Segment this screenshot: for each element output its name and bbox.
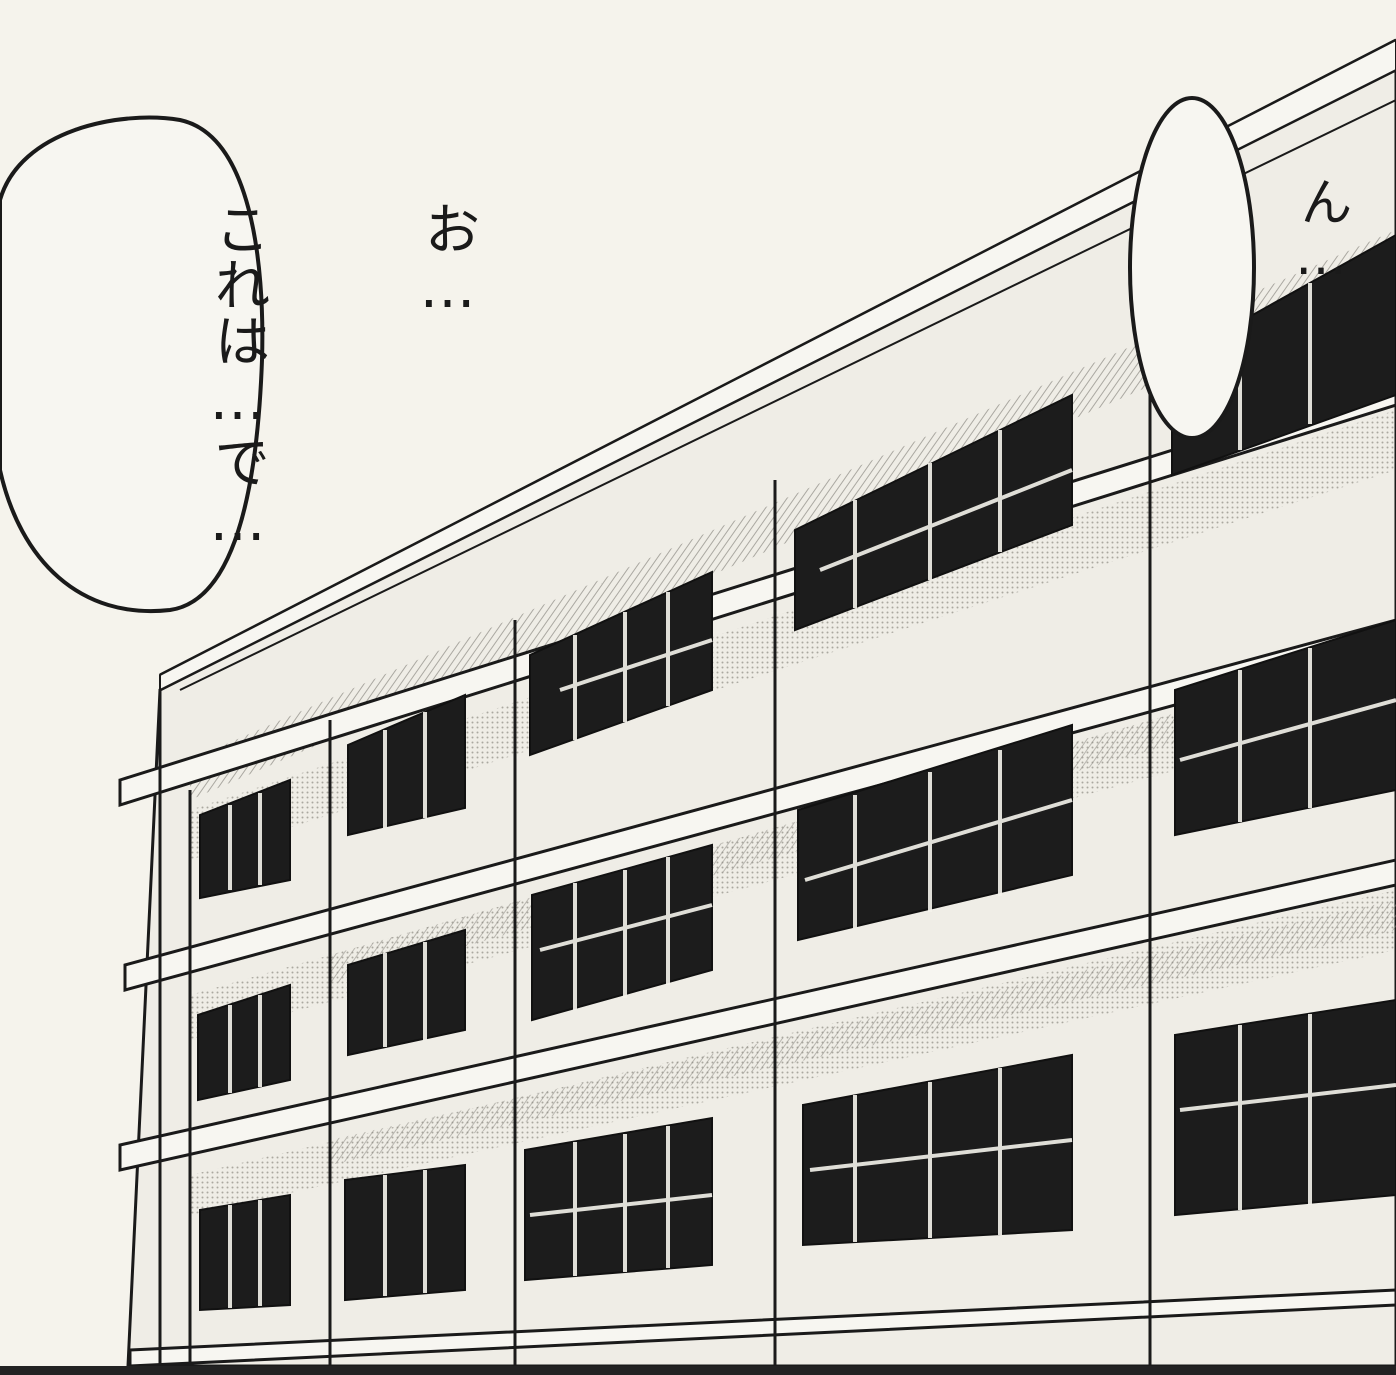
speech-bubble-left [0, 115, 265, 614]
bubble-line: ん… [1291, 175, 1351, 287]
floor-ledges [118, 378, 1396, 1368]
speech-bubble-right-text: ん… [1158, 175, 1396, 415]
speech-bubble-right [1128, 96, 1256, 440]
bubble-line: お… [415, 200, 480, 321]
panel-border [0, 1366, 1396, 1375]
bubble-line: これは…で… [205, 200, 270, 554]
speech-bubble-left-text: お… これは…で… [62, 200, 622, 554]
